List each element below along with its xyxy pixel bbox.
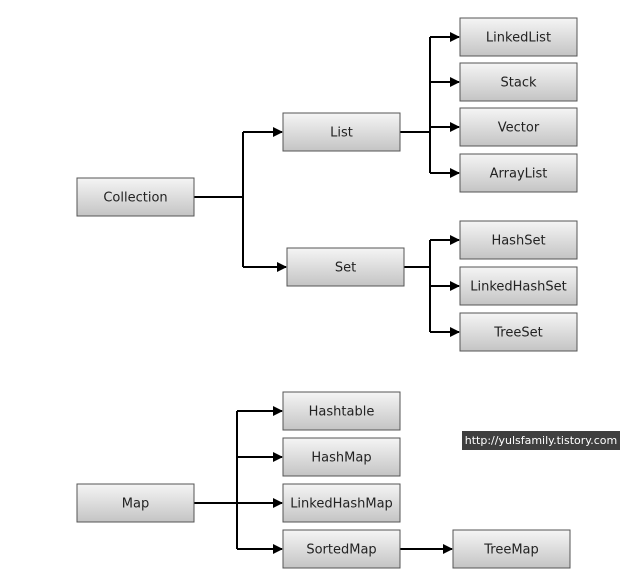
node-stack: Stack — [459, 62, 578, 102]
node-treemap: TreeMap — [452, 529, 571, 569]
node-label-stack: Stack — [501, 76, 537, 91]
node-list: List — [282, 112, 401, 152]
node-box-hashset — [459, 220, 578, 260]
node-set: Set — [286, 247, 405, 287]
node-linkedhashmap: LinkedHashMap — [282, 483, 401, 523]
node-box-set — [286, 247, 405, 287]
node-label-vector: Vector — [498, 121, 540, 136]
node-label-arraylist: ArrayList — [490, 167, 548, 182]
node-box-hashmap — [282, 437, 401, 477]
node-label-linkedhashset: LinkedHashSet — [470, 280, 567, 295]
node-box-linkedlist — [459, 17, 578, 57]
node-box-linkedhashmap — [282, 483, 401, 523]
node-box-stack — [459, 62, 578, 102]
connectors — [194, 32, 460, 554]
node-collection: Collection — [76, 177, 195, 217]
node-arraylist: ArrayList — [459, 153, 578, 193]
node-vector: Vector — [459, 107, 578, 147]
node-label-linkedlist: LinkedList — [486, 31, 551, 46]
node-box-treeset — [459, 312, 578, 352]
node-treeset: TreeSet — [459, 312, 578, 352]
node-box-linkedhashset — [459, 266, 578, 306]
node-map: Map — [76, 483, 195, 523]
node-box-map — [76, 483, 195, 523]
node-hashtable: Hashtable — [282, 391, 401, 431]
node-label-list: List — [330, 126, 353, 141]
node-sortedmap: SortedMap — [282, 529, 401, 569]
node-label-linkedhashmap: LinkedHashMap — [290, 497, 393, 512]
node-hashmap: HashMap — [282, 437, 401, 477]
node-label-treeset: TreeSet — [493, 326, 542, 341]
node-label-hashset: HashSet — [491, 234, 545, 249]
node-label-sortedmap: SortedMap — [306, 543, 376, 558]
node-box-list — [282, 112, 401, 152]
node-label-collection: Collection — [103, 191, 167, 206]
node-linkedlist: LinkedList — [459, 17, 578, 57]
node-box-treemap — [452, 529, 571, 569]
node-label-hashtable: Hashtable — [309, 405, 375, 420]
node-label-treemap: TreeMap — [483, 543, 539, 558]
node-box-sortedmap — [282, 529, 401, 569]
node-label-set: Set — [335, 261, 356, 276]
watermark-url: http://yulsfamily.tistory.com — [462, 431, 620, 450]
node-box-arraylist — [459, 153, 578, 193]
node-linkedhashset: LinkedHashSet — [459, 266, 578, 306]
node-hashset: HashSet — [459, 220, 578, 260]
node-box-hashtable — [282, 391, 401, 431]
node-label-hashmap: HashMap — [311, 451, 371, 466]
node-box-vector — [459, 107, 578, 147]
node-label-map: Map — [122, 497, 149, 512]
node-box-collection — [76, 177, 195, 217]
